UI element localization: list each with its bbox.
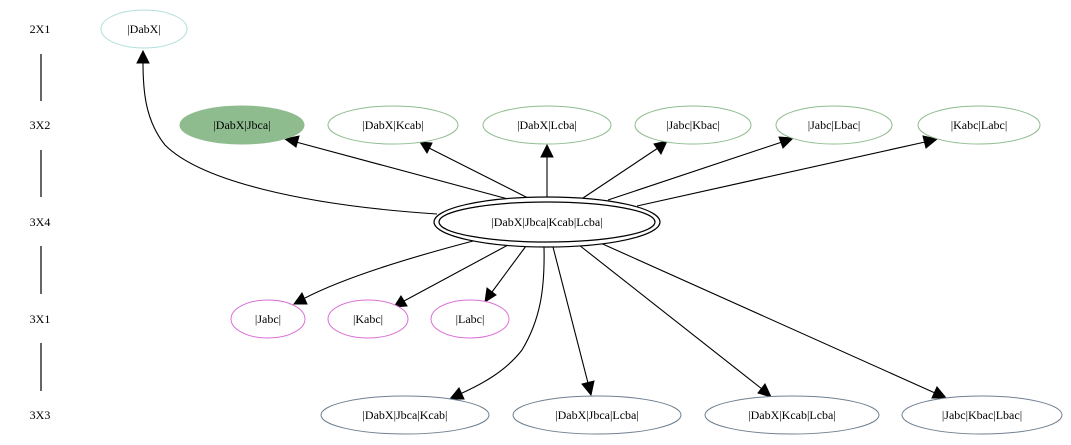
node-shape	[179, 105, 305, 145]
edge-center-to-jabc-lbac	[607, 141, 783, 201]
arrowhead	[931, 386, 948, 399]
arrowhead	[757, 383, 772, 398]
node-shape	[901, 395, 1063, 435]
node-dabx-kcab[interactable]: |DabX|Kcab|	[327, 105, 459, 145]
arrowhead	[484, 287, 497, 304]
edge-center-to-jabc-kbac	[582, 147, 659, 199]
node-dabx-kcab-lcba[interactable]: |DabX|Kcab|Lcba|	[704, 395, 880, 435]
edge-center-to-labc	[491, 245, 527, 293]
edge-center-to-jabc-kbac-lbac	[595, 240, 936, 394]
node-jabc-kbac[interactable]: |Jabc|Kbac|	[634, 105, 752, 145]
node-dabx-lcba[interactable]: |DabX|Lcba|	[482, 105, 612, 145]
rank-label-2x1: 2X1	[30, 22, 51, 36]
arrowhead	[293, 292, 308, 305]
node-shape	[482, 105, 612, 145]
node-shape	[230, 299, 306, 339]
edge-center-to-dabx-kcab	[428, 147, 529, 199]
node-shape	[917, 105, 1041, 145]
edge-center-to-jabc	[304, 239, 478, 299]
edge-center-to-kabc	[403, 244, 509, 302]
node-label: |Kabc|Labc|	[951, 118, 1008, 132]
node-dabx-jbca-kcab[interactable]: |DabX|Jbca|Kcab|	[320, 395, 490, 435]
edge-center-to-dabx-kcab-lcba	[578, 244, 763, 390]
edge-center-to-dabx	[142, 61, 438, 215]
rank-label-3x3: 3X3	[30, 408, 51, 422]
rank-label-3x4: 3X4	[30, 215, 51, 229]
node-shape	[704, 395, 880, 435]
node-label: |Jabc|Kbac|	[666, 118, 720, 132]
node-label: |Jabc|	[255, 312, 281, 326]
node-shape	[327, 299, 409, 339]
node-label: |DabX|Jbca|	[213, 118, 270, 132]
edge-center-to-kabc-labc	[636, 141, 926, 207]
node-label: |DabX|	[127, 22, 160, 36]
node-shape	[775, 105, 893, 145]
node-label: |Kabc|	[353, 312, 383, 326]
arrowhead	[419, 141, 433, 155]
arrowhead	[448, 387, 465, 400]
node-label: |Labc|	[456, 312, 485, 326]
node-label: |DabX|Lcba|	[517, 118, 577, 132]
node-shape	[100, 9, 188, 49]
arrowhead	[393, 295, 408, 308]
edges	[136, 49, 948, 400]
node-label: |Jabc|Kbac|Lbac|	[942, 408, 1022, 422]
node-label: |DabX|Kcab|	[362, 118, 423, 132]
node-jabc-kbac-lbac[interactable]: |Jabc|Kbac|Lbac|	[901, 395, 1063, 435]
node-center[interactable]: |DabX|Jbca|Kcab|Lcba|	[433, 196, 661, 248]
arrowhead	[540, 143, 554, 158]
node-label: |DabX|Kcab|Lcba|	[748, 408, 836, 422]
node-kabc[interactable]: |Kabc|	[327, 299, 409, 339]
arrowhead	[922, 135, 939, 149]
node-label: |Jabc|Lbac|	[808, 118, 861, 132]
rank-labels: 2X1 3X2 3X4 3X1 3X3	[30, 22, 51, 422]
arrowhead	[653, 140, 668, 155]
nodes: |DabX| |DabX|Jbca| |DabX|Kcab| |DabX|Lcb…	[100, 9, 1063, 435]
node-shape	[320, 395, 490, 435]
node-dabx[interactable]: |DabX|	[100, 9, 188, 49]
rank-label-3x1: 3X1	[30, 312, 51, 326]
node-labc[interactable]: |Labc|	[430, 299, 510, 339]
node-label: |DabX|Jbca|Lcba|	[555, 408, 639, 422]
node-shape	[512, 395, 682, 435]
node-label: |DabX|Jbca|Kcab|	[363, 408, 448, 422]
node-kabc-labc[interactable]: |Kabc|Labc|	[917, 105, 1041, 145]
arrowhead	[778, 136, 795, 149]
edge-center-to-dabx-jbca	[295, 141, 509, 200]
node-label: |DabX|Jbca|Kcab|Lcba|	[491, 215, 602, 229]
node-dabx-jbca-lcba[interactable]: |DabX|Jbca|Lcba|	[512, 395, 682, 435]
arrowhead	[581, 380, 595, 397]
node-shape	[327, 105, 459, 145]
node-shape	[430, 299, 510, 339]
edge-center-to-dabx-jbca-lcba	[552, 246, 589, 384]
node-jabc[interactable]: |Jabc|	[230, 299, 306, 339]
arrowhead	[283, 135, 300, 148]
arrowhead	[136, 49, 150, 64]
node-shape	[634, 105, 752, 145]
node-dabx-jbca[interactable]: |DabX|Jbca|	[179, 105, 305, 145]
node-shape-inner	[438, 201, 656, 243]
node-jabc-lbac[interactable]: |Jabc|Lbac|	[775, 105, 893, 145]
edge-center-to-dabx-jbca-kcab	[459, 246, 545, 395]
rank-label-3x2: 3X2	[30, 118, 51, 132]
